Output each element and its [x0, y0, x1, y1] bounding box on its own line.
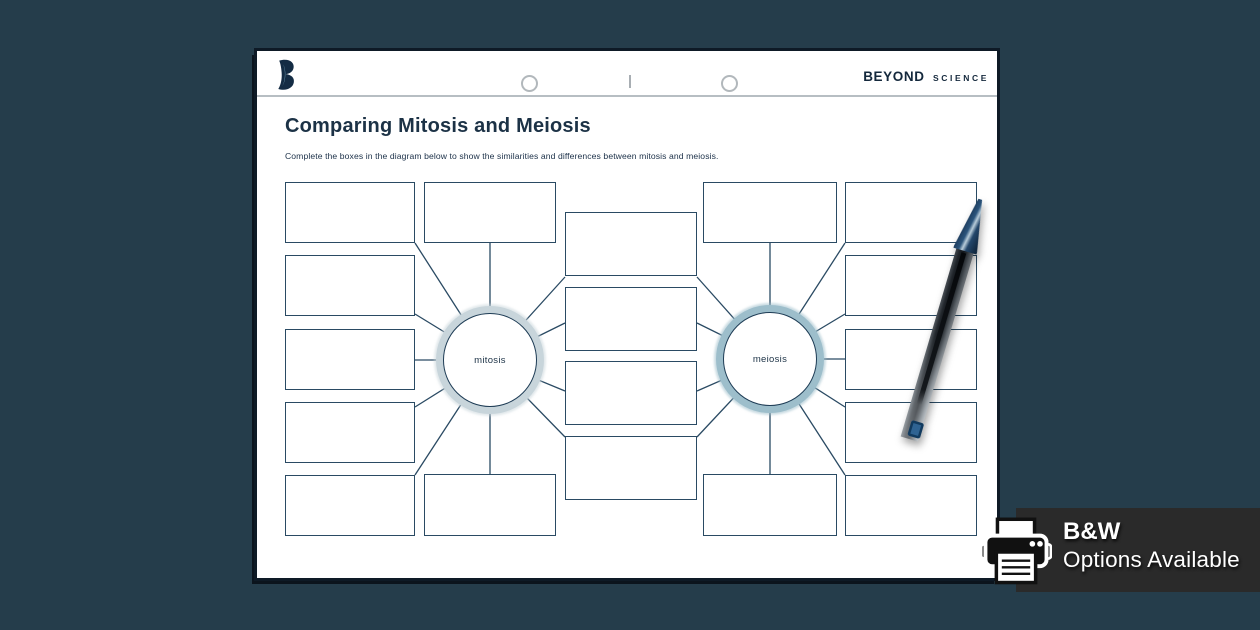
mitosis-answer-box-2[interactable] [285, 255, 415, 316]
bw-badge-heading: B&W [1063, 518, 1121, 545]
instructions-text: Complete the boxes in the diagram below … [285, 151, 719, 161]
header-divider-line [629, 75, 631, 88]
brand-name: BEYOND SCIENCE [863, 68, 989, 86]
header-rule [257, 95, 997, 97]
mitosis-answer-box-4[interactable] [285, 402, 415, 463]
mitosis-answer-box-6[interactable] [424, 182, 556, 243]
mitosis-answer-box-7[interactable] [424, 474, 556, 536]
mitosis-hub-circle: mitosis [443, 313, 537, 407]
shared-answer-box-3[interactable] [565, 361, 697, 425]
meiosis-answer-box-3[interactable] [845, 182, 977, 243]
mitosis-answer-box-1[interactable] [285, 182, 415, 243]
meiosis-answer-box-7[interactable] [845, 475, 977, 536]
pen-end-plug [906, 419, 924, 439]
meiosis-hub-circle: meiosis [723, 312, 817, 406]
printer-icon [980, 517, 1052, 585]
brand-name-primary: BEYOND [863, 69, 925, 84]
shared-answer-box-4[interactable] [565, 436, 697, 500]
brand-name-secondary: SCIENCE [933, 73, 989, 83]
bw-badge-subheading: Options Available [1063, 547, 1240, 572]
punch-hole-circle-right [721, 75, 738, 92]
mitosis-answer-box-5[interactable] [285, 475, 415, 536]
meiosis-answer-box-2[interactable] [703, 474, 837, 536]
shared-answer-box-2[interactable] [565, 287, 697, 351]
worksheet-page: BEYOND SCIENCE Comparing Mitosis and Mei… [257, 51, 997, 578]
page-title: Comparing Mitosis and Meiosis [285, 115, 591, 137]
meiosis-hub-label: meiosis [752, 353, 788, 365]
meiosis-answer-box-5[interactable] [845, 329, 977, 390]
bw-badge-text: B&W Options Available [1063, 518, 1240, 573]
bw-options-badge [1016, 508, 1260, 592]
punch-hole-circle-left [521, 75, 538, 92]
mitosis-hub-label: mitosis [474, 354, 506, 366]
meiosis-answer-box-1[interactable] [703, 182, 837, 243]
mitosis-answer-box-3[interactable] [285, 329, 415, 390]
shared-answer-box-1[interactable] [565, 212, 697, 276]
brand-logo-icon [278, 59, 294, 90]
